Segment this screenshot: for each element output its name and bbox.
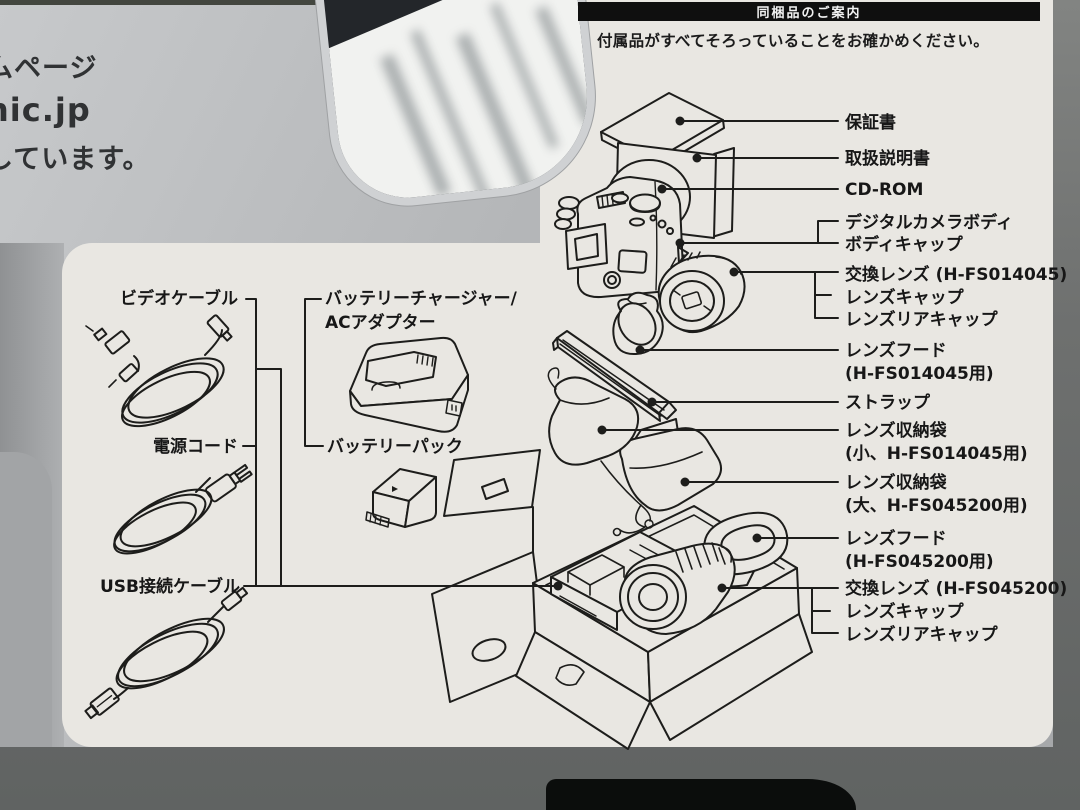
background-top-edge (0, 0, 348, 5)
box-print-line3: しています。 (0, 144, 151, 175)
box-left-flap-edge (0, 452, 52, 747)
label-lens-cap-1: レンズキャップ (845, 288, 964, 308)
label-warranty-card: 保証書 (845, 113, 896, 133)
label-instruction-manual: 取扱説明書 (845, 149, 930, 169)
box-handle-hole (546, 779, 856, 810)
box-print-line1: ムページ (0, 53, 98, 84)
label-lens-014045: 交換レンズ (H-FS014045) (845, 265, 1068, 285)
label-lens-rear-cap-1: レンズリアキャップ (845, 310, 998, 330)
label-camera-body: デジタルカメラボディ (845, 213, 1013, 233)
panel-subtitle: 付属品がすべてそろっていることをお確かめください。 (597, 32, 990, 50)
box-print-line2: nic.jp (0, 91, 91, 129)
label-battery-pack: バッテリーパック (327, 437, 463, 457)
label-power-cord: 電源コード (153, 437, 238, 457)
label-cd-rom: CD-ROM (845, 180, 924, 200)
blurred-text-column (410, 29, 496, 205)
label-video-cable: ビデオケーブル (120, 289, 238, 309)
blurred-text-column (455, 32, 537, 199)
label-body-cap: ボディキャップ (845, 235, 963, 255)
box-cutout-window (319, 0, 597, 205)
label-lens-pouch-small: レンズ収納袋 (小、H-FS014045用) (845, 421, 1028, 464)
box-partial-print-text: ムページ nic.jp しています。 (0, 46, 151, 176)
label-lens-hood-014045: レンズフード (H-FS014045用) (845, 341, 994, 384)
label-usb-cable: USB接続ケーブル (100, 577, 240, 597)
panel-title: 同梱品のご案内 (756, 6, 862, 21)
panel-header-bar: 同梱品のご案内 (578, 2, 1040, 21)
blurred-label-card (319, 0, 597, 205)
label-lens-cap-2: レンズキャップ (845, 602, 964, 622)
label-lens-pouch-large: レンズ収納袋 (大、H-FS045200用) (845, 473, 1028, 516)
label-lens-045200: 交換レンズ (H-FS045200) (845, 579, 1068, 599)
label-strap: ストラップ (845, 393, 930, 413)
label-ac-adaptor: ACアダプター (325, 313, 436, 333)
blurred-text-column (379, 53, 452, 198)
label-battery-charger: バッテリーチャージャー/ (325, 289, 517, 309)
label-lens-hood-045200: レンズフード (H-FS045200用) (845, 529, 994, 572)
label-lens-rear-cap-2: レンズリアキャップ (845, 625, 998, 645)
